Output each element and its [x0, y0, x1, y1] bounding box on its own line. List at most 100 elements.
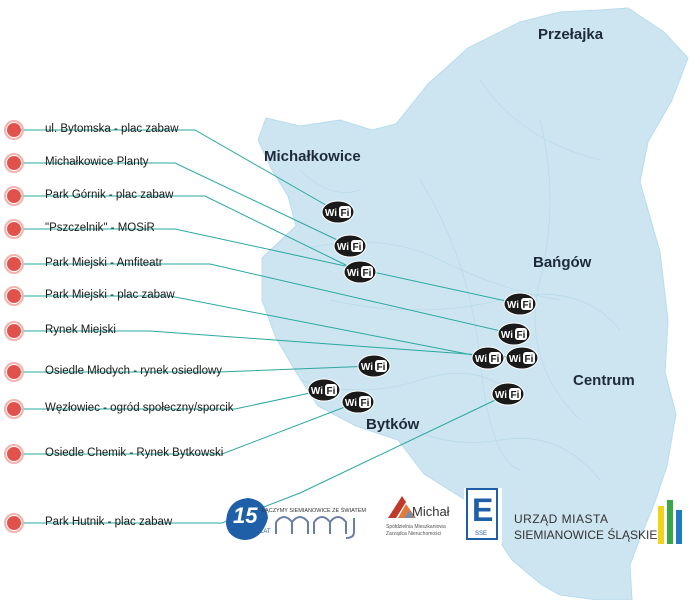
michal-house-icon	[388, 496, 416, 518]
hotspot-label: ul. Bytomska - plac zabaw	[45, 123, 179, 135]
location-dot	[7, 257, 21, 271]
connector-line	[14, 365, 375, 373]
district-label-bangow: Bańgów	[533, 254, 592, 271]
wifi-badge-text: Fi	[517, 330, 526, 341]
wifi-badge-text: Wi	[501, 330, 513, 341]
location-dot-halo	[4, 254, 24, 274]
wifi-badge-text: Wi	[311, 386, 323, 397]
michal-sub2: Zarządca Nieruchomości	[386, 531, 442, 537]
district-label-przelajka: Przełajka	[538, 26, 604, 43]
anniversary-tagline: ŁĄCZYMY SIEMIANOWICE ZE ŚWIATEM	[262, 508, 367, 514]
location-dot	[7, 402, 21, 416]
wifi-badge-text: Wi	[345, 398, 357, 409]
hotspot-label: Osiedle Młodych - rynek osiedlowy	[45, 365, 223, 377]
michal-logo: Michał Spółdzielnia Mieszkaniowa Zarządc…	[382, 490, 458, 546]
hotspot-label: Park Miejski - plac zabaw	[45, 289, 175, 301]
location-dot	[7, 156, 21, 170]
location-dot	[7, 516, 21, 530]
wifi-badge-text: Fi	[353, 242, 362, 253]
district-label-centrum: Centrum	[573, 372, 635, 389]
hotspot-label: Węzłowiec - ogród społeczny/sporcik	[45, 402, 234, 414]
hotspot-label: Park Miejski - Amfiteatr	[45, 257, 163, 269]
location-dot-halo	[4, 399, 24, 419]
hotspot-label: Park Hutnik - plac zabaw	[45, 516, 173, 528]
wifi-badge-text: Fi	[363, 268, 372, 279]
hotspot-label: Park Górnik - plac zabaw	[45, 189, 174, 201]
wifi-badge-text: Fi	[377, 362, 386, 373]
wifi-badge-text: Fi	[525, 354, 534, 365]
city-office-line2: SIEMIANOWICE ŚLĄSKIE	[514, 528, 658, 542]
connector-line	[14, 195, 361, 273]
wifi-badge-text: Wi	[325, 208, 337, 219]
city-crest-bars	[658, 500, 682, 544]
wifi-badge-text: Wi	[507, 300, 519, 311]
wifi-badge-icon: Wi Fi	[341, 390, 375, 414]
location-dot	[7, 324, 21, 338]
location-dot-halo	[4, 513, 24, 533]
location-dot	[7, 222, 21, 236]
location-dot	[7, 123, 21, 137]
wifi-badge-text: Wi	[337, 242, 349, 253]
location-dot	[7, 365, 21, 379]
wifi-badge-text: Fi	[341, 208, 350, 219]
location-dot-halo	[4, 444, 24, 464]
location-dots	[4, 120, 24, 533]
wifi-badge-icon: Wi Fi	[333, 234, 367, 258]
location-dot	[7, 447, 21, 461]
wifi-badge-icon: Wi Fi	[497, 322, 531, 346]
city-office-logo: URZĄD MIASTA SIEMIANOWICE ŚLĄSKIE	[514, 500, 690, 550]
wifi-badge-text: Wi	[475, 354, 487, 365]
energy-logo: E SSE	[464, 488, 502, 544]
location-dot-halo	[4, 219, 24, 239]
connector-line	[14, 228, 521, 305]
wifi-badge-icon: Wi Fi	[503, 292, 537, 316]
connector-lines	[14, 129, 523, 524]
wifi-badge-icon: Wi Fi	[307, 378, 341, 402]
location-dot	[7, 289, 21, 303]
location-dot-halo	[4, 321, 24, 341]
wifi-badge-text: Fi	[361, 398, 370, 409]
anniversary-emblem	[226, 498, 355, 540]
hotspot-label: Rynek Miejski	[45, 324, 116, 336]
district-label-michalkowice: Michałkowice	[264, 148, 361, 165]
michal-name: Michał	[412, 504, 450, 519]
connector-line	[14, 263, 515, 335]
anniversary-number: 15	[233, 503, 258, 528]
hotspot-label: "Pszczelnik" - MOSiR	[45, 222, 155, 234]
wifi-badge-text: Wi	[361, 362, 373, 373]
energy-caption: SSE	[475, 531, 488, 537]
connector-line	[14, 330, 523, 359]
wifi-badge-text: Wi	[495, 390, 507, 401]
connector-line	[14, 389, 325, 410]
connector-line	[14, 295, 489, 359]
wifi-badge-icon: Wi Fi	[357, 354, 391, 378]
michal-sub1: Spółdzielnia Mieszkaniowa	[386, 524, 446, 530]
district-label-bytkow: Bytków	[366, 416, 420, 433]
city-office-line1: URZĄD MIASTA	[514, 512, 609, 526]
energy-frame	[466, 488, 498, 540]
wifi-badge-icon: Wi Fi	[321, 200, 355, 224]
location-dot-halo	[4, 362, 24, 382]
hotspot-label: Michałkowice Planty	[45, 156, 149, 168]
connector-line	[14, 129, 339, 213]
connector-line	[14, 401, 359, 455]
hotspot-label: Osiedle Chemik - Rynek Bytkowski	[45, 447, 224, 459]
energy-letter: E	[472, 492, 494, 528]
city-territory	[257, 7, 689, 600]
wifi-badge-text: Wi	[347, 268, 359, 279]
location-dot	[7, 189, 21, 203]
wifi-badge-icon: Wi Fi	[343, 260, 377, 284]
wifi-badge-text: Fi	[491, 354, 500, 365]
anniversary-lat: LAT	[260, 529, 271, 535]
location-dot-halo	[4, 286, 24, 306]
location-dot-halo	[4, 153, 24, 173]
location-dot-halo	[4, 120, 24, 140]
connector-line	[14, 162, 351, 247]
wifi-badge-text: Fi	[327, 386, 336, 397]
wifi-badge-text: Fi	[523, 300, 532, 311]
